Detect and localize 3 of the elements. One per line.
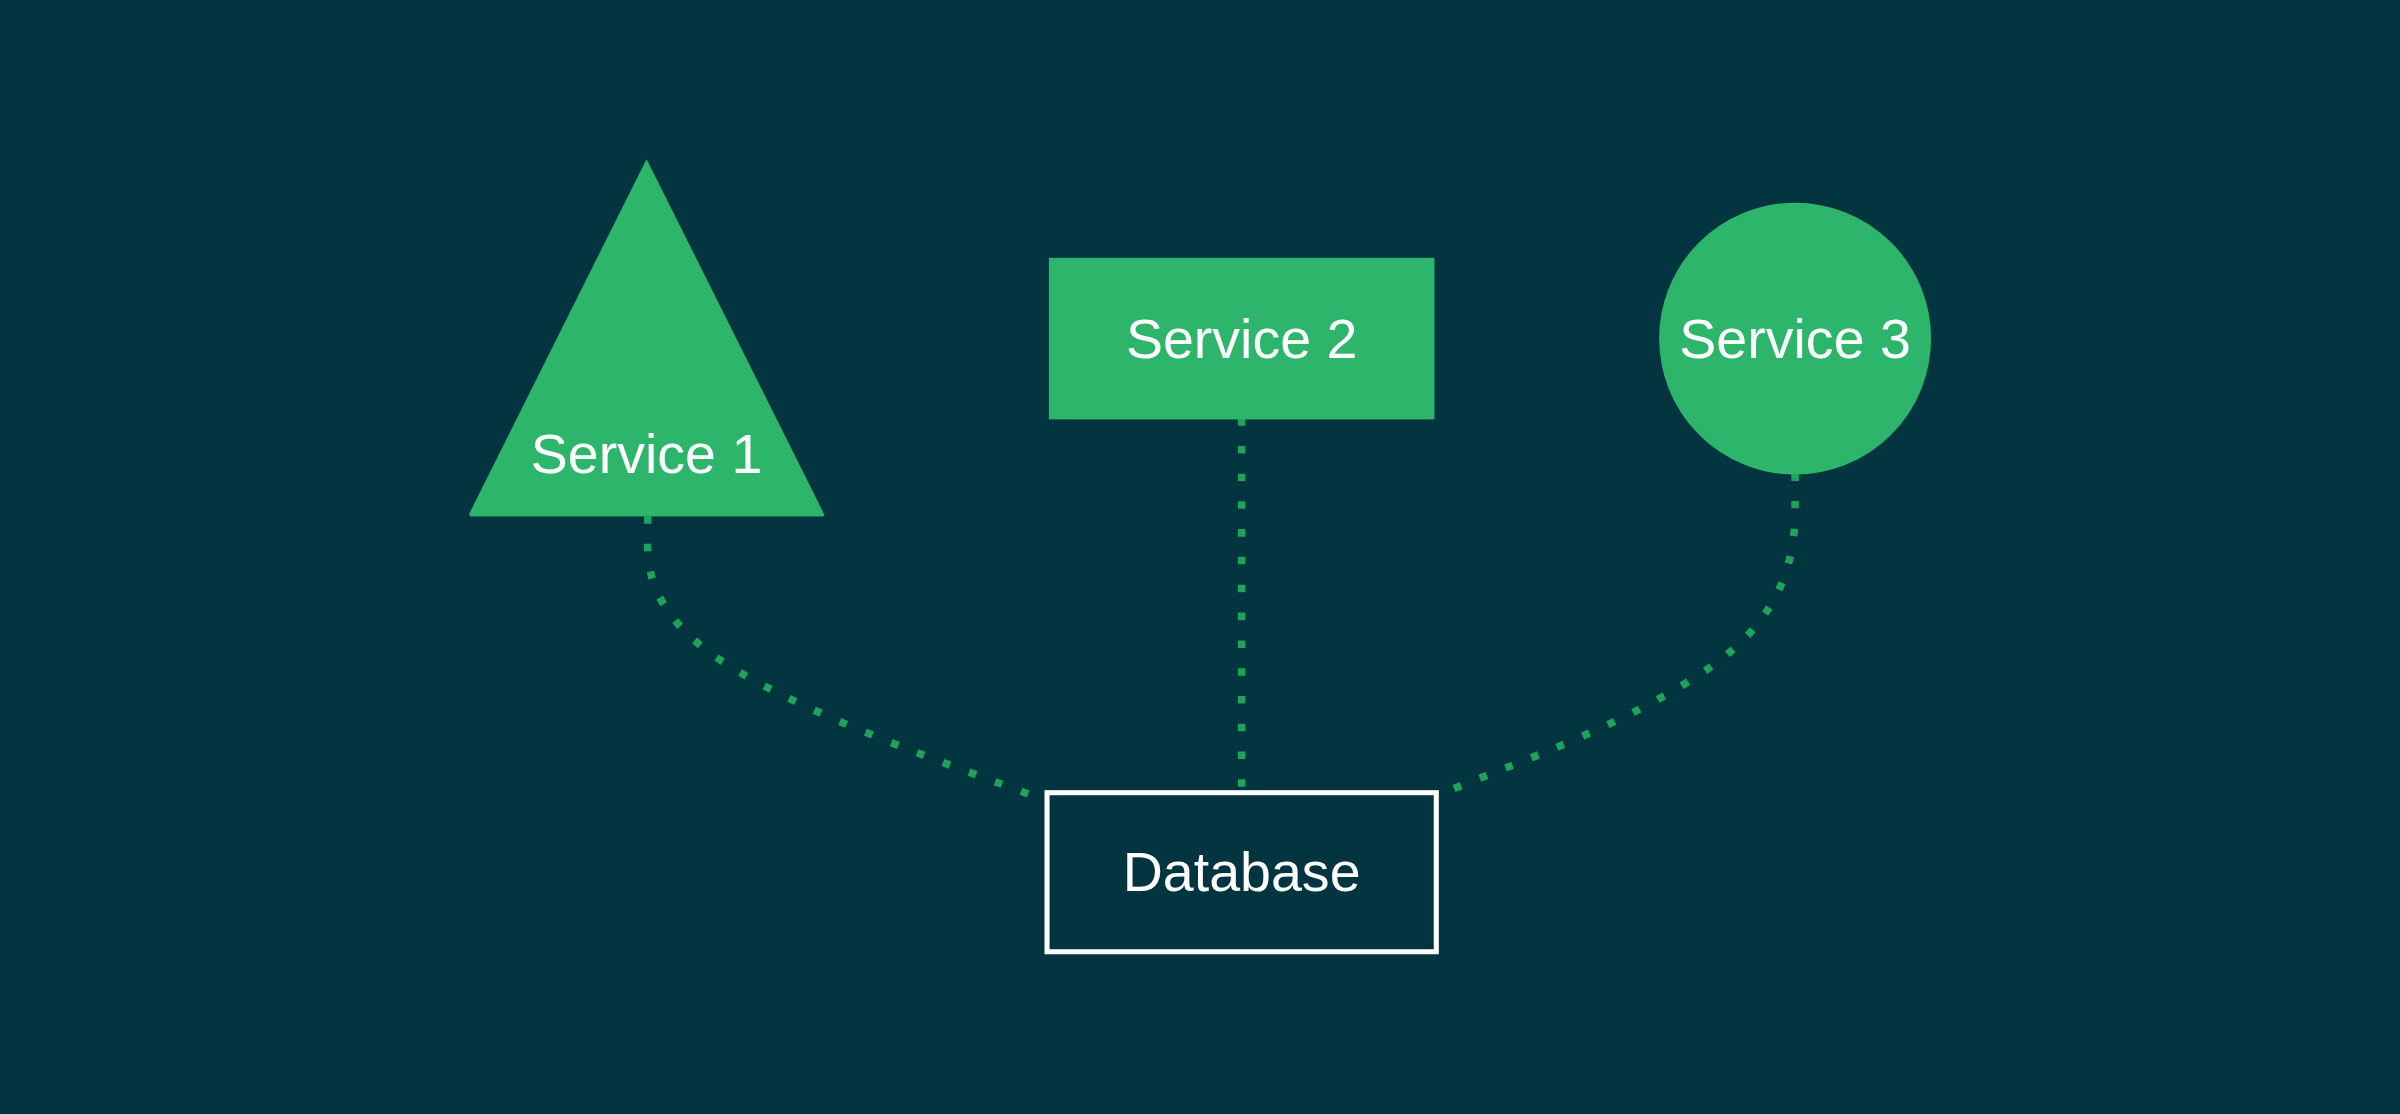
node-box: Service 2 <box>1048 257 1435 420</box>
node-circle: Service 3 <box>1659 202 1932 475</box>
node-box: Database <box>1044 790 1439 955</box>
